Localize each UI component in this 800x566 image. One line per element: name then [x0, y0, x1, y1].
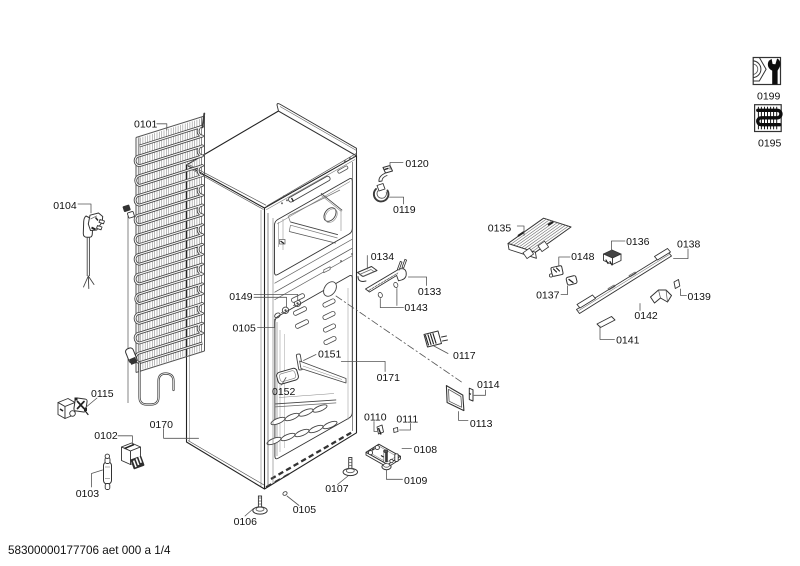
svg-text:0141: 0141	[616, 334, 640, 346]
svg-text:0120: 0120	[405, 158, 429, 170]
svg-text:0149: 0149	[229, 291, 253, 303]
svg-text:0151: 0151	[318, 349, 342, 361]
svg-text:0114: 0114	[477, 379, 500, 391]
svg-text:0195: 0195	[758, 137, 782, 149]
svg-text:0119: 0119	[393, 204, 416, 216]
svg-text:0115: 0115	[91, 388, 114, 400]
svg-text:0111: 0111	[396, 413, 418, 425]
svg-text:0142: 0142	[634, 310, 658, 322]
svg-text:0137: 0137	[536, 290, 560, 302]
svg-text:0102: 0102	[94, 430, 118, 442]
svg-text:0104: 0104	[53, 200, 77, 212]
svg-text:0171: 0171	[377, 372, 401, 384]
svg-text:0199: 0199	[757, 90, 781, 102]
svg-text:0152: 0152	[272, 386, 296, 398]
svg-text:0134: 0134	[371, 251, 395, 263]
svg-text:0138: 0138	[677, 239, 701, 251]
svg-text:0148: 0148	[571, 251, 595, 263]
svg-text:0133: 0133	[418, 286, 442, 298]
svg-text:0139: 0139	[688, 291, 712, 303]
svg-text:0136: 0136	[626, 236, 650, 248]
svg-text:0103: 0103	[76, 488, 100, 500]
svg-text:0109: 0109	[404, 475, 428, 487]
svg-text:0101: 0101	[134, 118, 158, 130]
svg-text:0107: 0107	[325, 483, 349, 495]
svg-text:0143: 0143	[404, 302, 428, 314]
svg-text:0110: 0110	[364, 411, 387, 423]
svg-text:0105: 0105	[233, 323, 257, 335]
svg-text:0170: 0170	[150, 419, 174, 431]
svg-text:0135: 0135	[488, 223, 512, 235]
svg-text:0117: 0117	[453, 350, 476, 362]
svg-text:0113: 0113	[470, 418, 493, 430]
svg-text:0108: 0108	[414, 444, 438, 456]
svg-text:58300000177706 aet 000 a 1/4: 58300000177706 aet 000 a 1/4	[8, 544, 171, 557]
svg-text:0105: 0105	[293, 504, 317, 516]
svg-text:0106: 0106	[234, 516, 258, 528]
